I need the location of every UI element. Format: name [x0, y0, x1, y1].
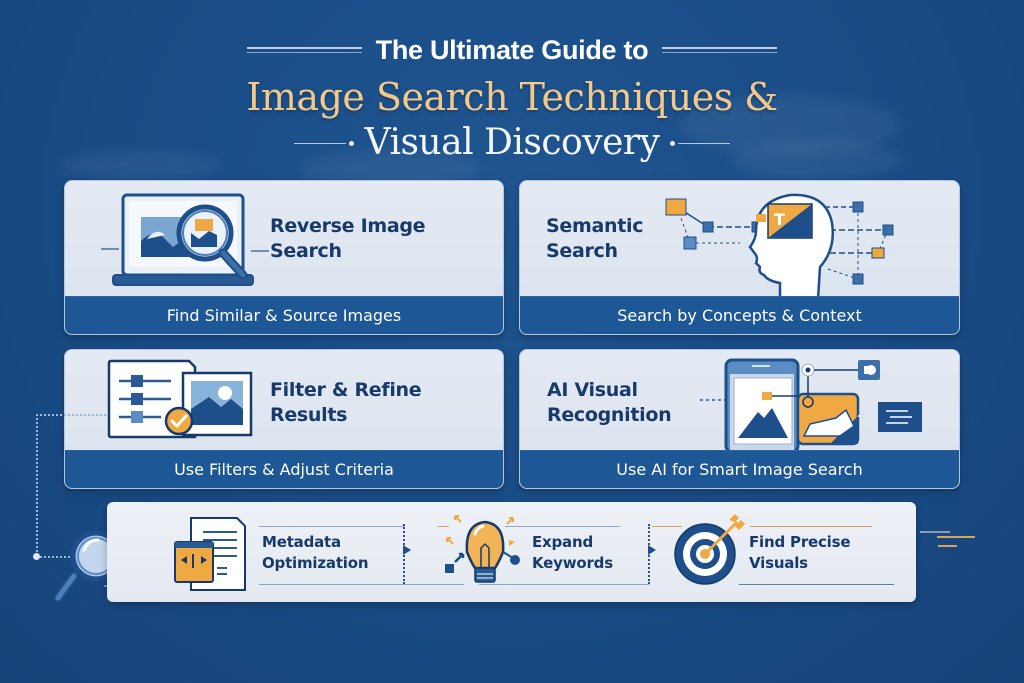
- dotted-connector: [36, 414, 106, 416]
- dotted-connector: [36, 556, 70, 558]
- target-arrow-icon: [674, 514, 745, 585]
- head-network-icon: T: [665, 193, 894, 299]
- world-map-decoration: [730, 140, 900, 180]
- card-title: AI Visual Recognition: [547, 379, 672, 426]
- divider-line: [259, 584, 464, 585]
- svg-text:T: T: [774, 210, 785, 229]
- connector-dot: [33, 553, 40, 560]
- page-subtitle: The Ultimate Guide to: [375, 34, 649, 65]
- dotted-connector: [36, 414, 38, 556]
- step-title: Expand Keywords: [532, 533, 613, 572]
- divider-line: [505, 526, 620, 527]
- phone-image-recognition-icon: [700, 358, 922, 452]
- lightbulb-icon: [445, 515, 520, 583]
- page-title-line2: Visual Discovery: [364, 122, 660, 163]
- card-footer-label: Use Filters & Adjust Criteria: [65, 450, 503, 488]
- world-map-decoration: [60, 150, 220, 180]
- world-map-decoration: [680, 95, 900, 155]
- decorative-line-dot: [293, 140, 357, 146]
- speed-line: [920, 531, 950, 533]
- card-title: Reverse Image Search: [270, 215, 426, 262]
- divider-line: [437, 526, 449, 527]
- decorative-line-dot: [667, 140, 731, 146]
- laptop-magnifier-icon: [101, 193, 269, 286]
- card-semantic-search[interactable]: Semantic Search T Search by Concepts & C…: [519, 180, 960, 335]
- divider-line: [479, 584, 649, 585]
- card-footer-label: Find Similar & Source Images: [65, 296, 503, 334]
- divider-line: [259, 526, 404, 527]
- card-title: Filter & Refine Results: [270, 379, 422, 426]
- speed-line: [937, 536, 975, 538]
- arrow-right-icon: [648, 545, 656, 555]
- code-document-icon: [174, 517, 246, 591]
- page-header: The Ultimate Guide to Image Search Techn…: [0, 30, 1024, 164]
- divider-line: [739, 584, 894, 585]
- divider-line: [750, 526, 872, 527]
- card-ai-visual-recognition[interactable]: AI Visual Recognition Use AI for Smart I…: [519, 349, 960, 489]
- page-title: Image Search Techniques &: [246, 75, 778, 119]
- card-title: Semantic Search: [546, 215, 644, 262]
- decorative-double-line: [662, 47, 778, 53]
- workflow-strip: Metadata Optimization Expand Keywords: [107, 502, 916, 602]
- arrow-right-icon: [403, 545, 411, 555]
- step-title: Metadata Optimization: [262, 533, 369, 572]
- step-title: Find Precise Visuals: [749, 533, 851, 572]
- card-reverse-image-search[interactable]: Reverse Image Search Find Similar & Sour…: [64, 180, 504, 335]
- card-footer-label: Search by Concepts & Context: [520, 296, 959, 334]
- filter-checkmark-icon: [107, 359, 253, 439]
- card-footer-label: Use AI for Smart Image Search: [520, 450, 959, 488]
- decorative-double-line: [246, 47, 362, 53]
- speed-line: [938, 545, 957, 547]
- card-filter-refine[interactable]: Filter & Refine Results Use Filters & Ad…: [64, 349, 504, 489]
- divider-line: [652, 526, 682, 527]
